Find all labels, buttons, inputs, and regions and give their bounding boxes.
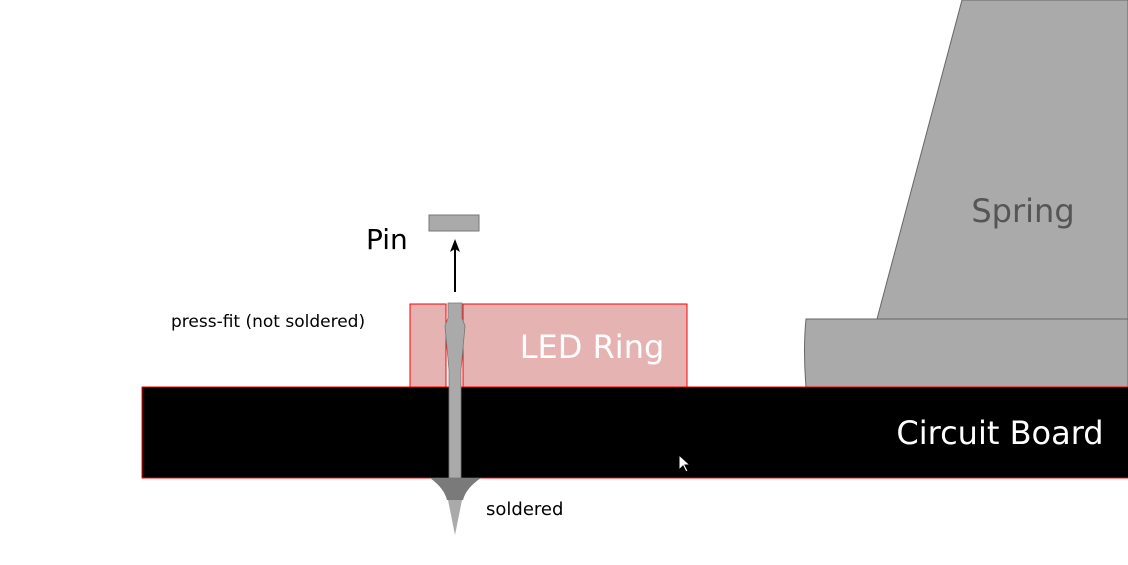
arrow-up-icon <box>450 239 460 252</box>
spring-label: Spring <box>971 192 1074 230</box>
circuit-board <box>141 386 1128 479</box>
pin-symbol <box>428 214 480 232</box>
led-ring-left <box>409 303 447 388</box>
mouse-cursor-icon <box>678 453 692 473</box>
circuit-board-label: Circuit Board <box>896 414 1103 452</box>
spring-body <box>876 0 1128 320</box>
pin-label: Pin <box>366 223 408 256</box>
pin-shaft <box>444 302 466 479</box>
led-ring-label: LED Ring <box>520 328 665 366</box>
pin-tip <box>448 500 462 535</box>
solder-fillet <box>430 478 481 500</box>
spring-base <box>804 318 1128 388</box>
soldered-label: soldered <box>486 499 563 520</box>
press-fit-label: press-fit (not soldered) <box>171 312 365 332</box>
led-ring-right <box>462 303 688 388</box>
